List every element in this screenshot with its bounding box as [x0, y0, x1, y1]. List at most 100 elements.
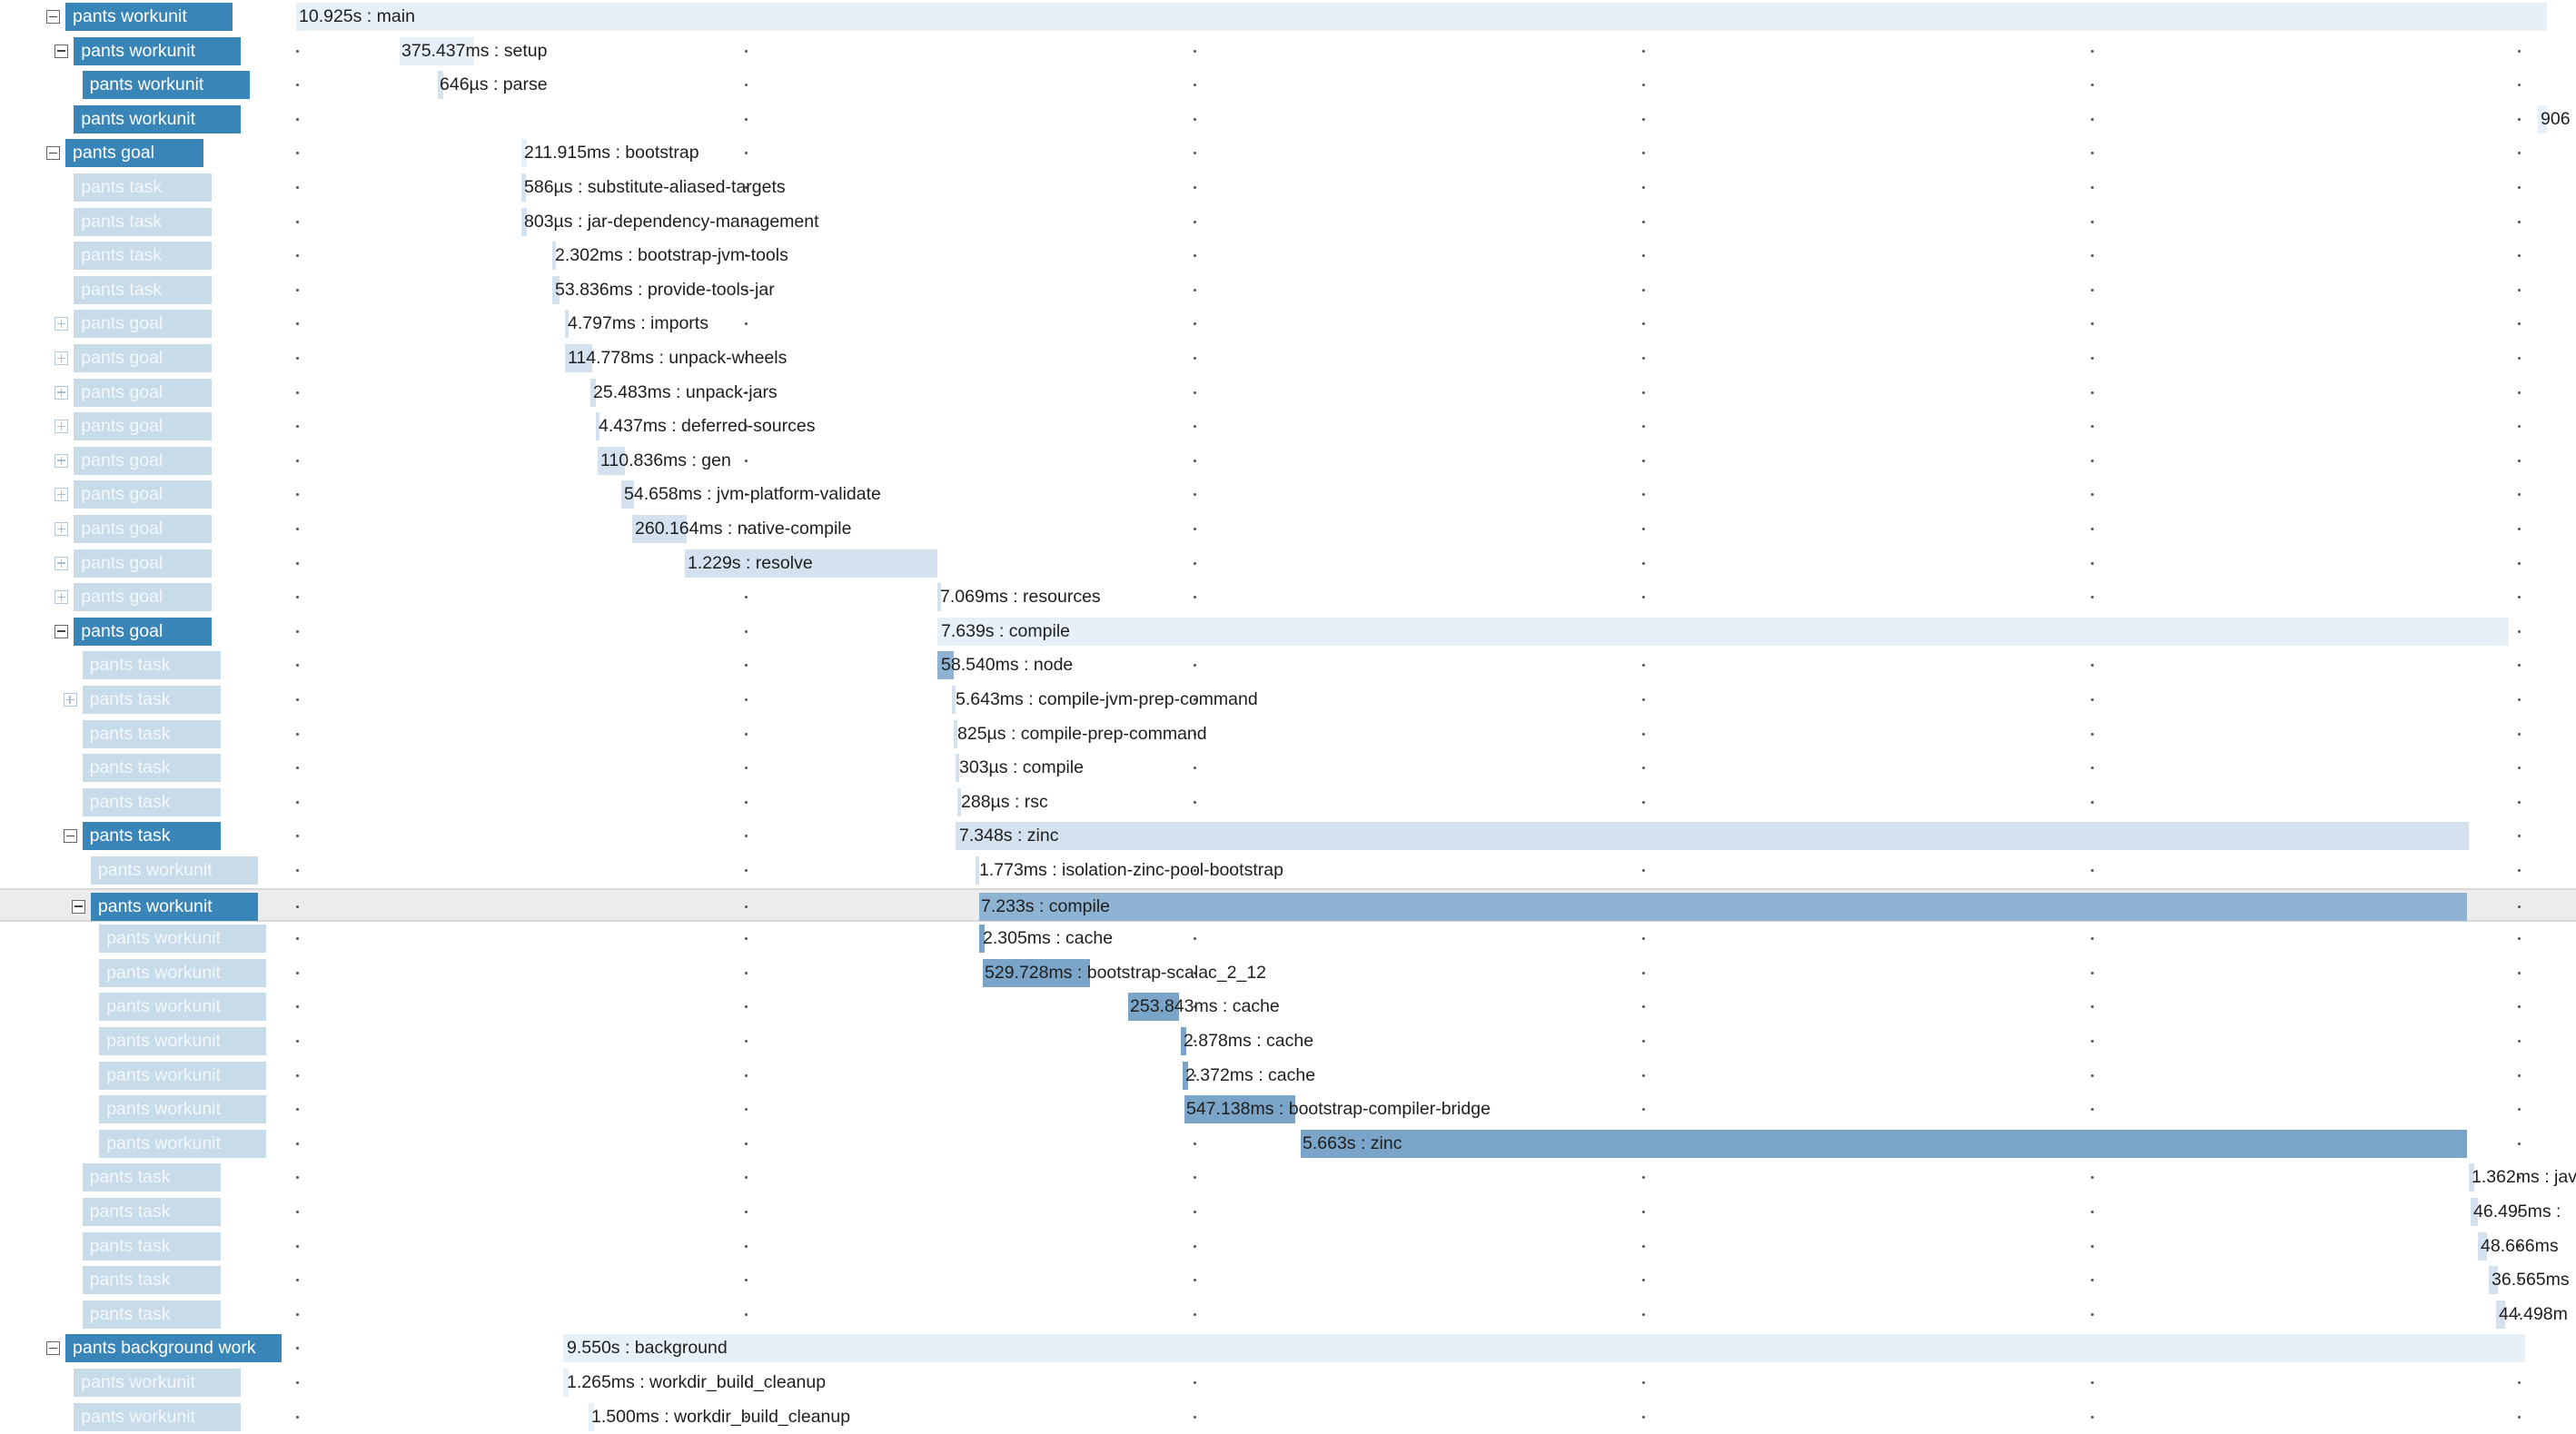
workunit-type-label[interactable]: pants task	[82, 1266, 221, 1295]
workunit-type-label[interactable]: pants workunit	[99, 1061, 267, 1090]
duration-bar[interactable]	[438, 71, 443, 100]
duration-bar[interactable]	[1183, 1061, 1188, 1090]
duration-bar[interactable]	[2469, 1163, 2474, 1192]
duration-bar[interactable]	[957, 787, 961, 816]
collapse-toggle-icon[interactable]	[63, 829, 77, 844]
duration-bar[interactable]	[1301, 1129, 2467, 1158]
duration-bar[interactable]	[598, 446, 625, 475]
workunit-type-label[interactable]: pants workunit	[74, 1402, 242, 1431]
workunit-type-label[interactable]: pants task	[82, 787, 221, 816]
duration-bar[interactable]	[1181, 1027, 1186, 1055]
workunit-type-label[interactable]: pants workunit	[90, 856, 258, 885]
duration-bar[interactable]	[565, 344, 592, 372]
duration-bar[interactable]	[596, 412, 599, 441]
duration-bar[interactable]	[685, 549, 937, 578]
collapse-toggle-icon[interactable]	[54, 44, 69, 58]
expand-toggle-icon[interactable]	[54, 556, 69, 570]
workunit-type-label[interactable]: pants workunit	[99, 958, 267, 987]
duration-bar[interactable]	[1128, 993, 1179, 1022]
workunit-type-label[interactable]: pants workunit	[65, 3, 233, 31]
expand-toggle-icon[interactable]	[54, 317, 69, 331]
duration-bar[interactable]	[937, 651, 954, 680]
collapse-toggle-icon[interactable]	[46, 1341, 60, 1356]
expand-toggle-icon[interactable]	[54, 590, 69, 605]
duration-bar[interactable]	[2496, 1300, 2505, 1329]
duration-bar[interactable]	[296, 3, 2547, 31]
workunit-type-label[interactable]: pants goal	[74, 617, 213, 646]
duration-bar[interactable]	[521, 207, 527, 236]
workunit-type-label[interactable]: pants task	[82, 651, 221, 680]
duration-bar[interactable]	[521, 139, 527, 168]
duration-bar[interactable]	[2471, 1198, 2478, 1226]
duration-bar[interactable]	[552, 275, 560, 304]
workunit-type-label[interactable]: pants task	[82, 822, 221, 851]
workunit-type-label[interactable]: pants task	[82, 1300, 221, 1329]
expand-toggle-icon[interactable]	[54, 522, 69, 536]
duration-bar[interactable]	[552, 242, 556, 271]
workunit-type-label[interactable]: pants goal	[74, 344, 213, 372]
workunit-type-label[interactable]: pants goal	[65, 139, 203, 168]
duration-bar[interactable]	[2478, 1231, 2487, 1261]
workunit-type-label[interactable]: pants workunit	[99, 993, 267, 1022]
collapse-toggle-icon[interactable]	[46, 146, 60, 161]
duration-bar[interactable]	[521, 173, 526, 202]
workunit-type-label[interactable]: pants background work	[65, 1334, 282, 1363]
duration-bar[interactable]	[563, 1334, 2525, 1363]
duration-bar[interactable]	[937, 617, 2509, 646]
workunit-type-label[interactable]: pants goal	[74, 378, 213, 407]
workunit-type-label[interactable]: pants task	[82, 719, 221, 748]
workunit-type-label[interactable]: pants goal	[74, 446, 213, 475]
workunit-type-label[interactable]: pants task	[82, 754, 221, 783]
duration-bar[interactable]	[565, 310, 569, 339]
collapse-toggle-icon[interactable]	[71, 899, 85, 914]
workunit-type-label[interactable]: pants workunit	[99, 1129, 267, 1158]
workunit-type-label[interactable]: pants task	[74, 275, 213, 304]
duration-bar[interactable]	[632, 515, 687, 543]
workunit-type-label[interactable]: pants goal	[74, 583, 213, 612]
workunit-type-label[interactable]: pants goal	[74, 515, 213, 543]
collapse-toggle-icon[interactable]	[46, 10, 60, 24]
duration-bar[interactable]	[621, 480, 634, 509]
workunit-type-label[interactable]: pants task	[74, 242, 213, 271]
collapse-toggle-icon[interactable]	[54, 624, 69, 638]
expand-toggle-icon[interactable]	[54, 385, 69, 400]
workunit-type-label[interactable]: pants task	[74, 207, 213, 236]
expand-toggle-icon[interactable]	[54, 420, 69, 434]
workunit-type-label[interactable]: pants goal	[74, 310, 213, 339]
duration-bar[interactable]	[2489, 1266, 2498, 1295]
workunit-type-label[interactable]: pants workunit	[90, 892, 258, 921]
workunit-type-label[interactable]: pants workunit	[74, 1369, 242, 1397]
duration-bar[interactable]	[956, 822, 2469, 851]
duration-bar[interactable]	[952, 686, 956, 714]
duration-bar[interactable]	[2538, 104, 2547, 134]
expand-toggle-icon[interactable]	[54, 351, 69, 365]
